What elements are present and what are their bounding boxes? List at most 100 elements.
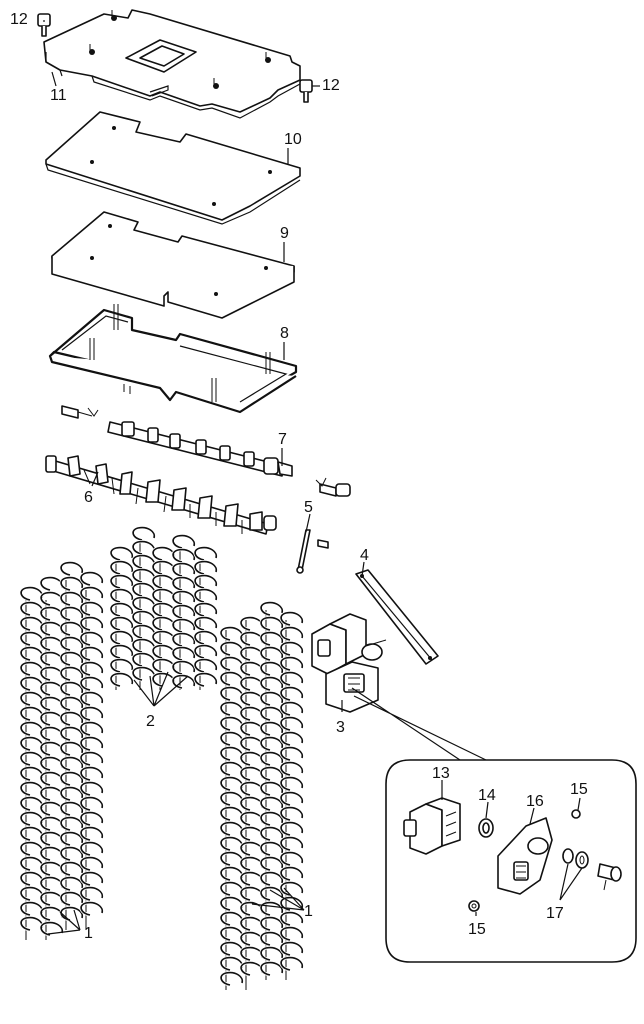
coil-loop (219, 866, 244, 882)
coil-loop (279, 761, 304, 777)
coil-loop (39, 711, 64, 727)
coil-loop (19, 856, 44, 872)
coil-loop (151, 616, 176, 632)
coil-loop (239, 946, 264, 962)
coil-loop (259, 616, 284, 632)
coil-loop (59, 756, 84, 772)
coil-loop (239, 871, 264, 887)
coil-loop (79, 676, 104, 692)
coil-loop (19, 661, 44, 677)
coil-loop (19, 676, 44, 692)
coil-loop (19, 736, 44, 752)
coil-spring-mid-b (131, 526, 156, 682)
coil-loop (239, 841, 264, 857)
coil-loop (19, 586, 44, 602)
coil-loop (59, 906, 84, 922)
coil-loop (59, 711, 84, 727)
coil-loop (259, 811, 284, 827)
coil-loop (79, 601, 104, 617)
coil-loop (151, 658, 176, 674)
coil-loop (19, 901, 44, 917)
coil-loop (109, 672, 134, 688)
coil-loop (79, 871, 104, 887)
coil-loop (19, 796, 44, 812)
coil-loop (19, 916, 44, 932)
coil-loop (239, 856, 264, 872)
upper-shaft (107, 421, 293, 477)
coil-loop (219, 956, 244, 972)
coil-loop (279, 956, 304, 972)
link-rod (296, 529, 329, 574)
coil-loop (19, 871, 44, 887)
coil-loop (59, 576, 84, 592)
coil-loop (59, 786, 84, 802)
coil-loop (171, 534, 196, 550)
coil-loop (39, 801, 64, 817)
coil-loop (59, 591, 84, 607)
coil-loop (259, 751, 284, 767)
coil-loop (39, 726, 64, 742)
coil-loop (39, 591, 64, 607)
coil-loop (239, 691, 264, 707)
coil-loop (219, 941, 244, 957)
coil-loop (39, 696, 64, 712)
callout-15-top: 15 (570, 781, 588, 798)
coil-spring-right-b (239, 616, 264, 977)
coil-loop (193, 560, 218, 576)
coil-loop (239, 916, 264, 932)
coil-loop (151, 644, 176, 660)
coil-loop (193, 546, 218, 562)
coil-loop (59, 876, 84, 892)
coil-loop (259, 856, 284, 872)
coil-loop (109, 588, 134, 604)
coil-loop (131, 554, 156, 570)
coil-loop (279, 911, 304, 927)
base-frame (48, 304, 298, 414)
coil-loop (79, 661, 104, 677)
coil-loop (79, 841, 104, 857)
coil-loop (79, 691, 104, 707)
coil-loop (219, 761, 244, 777)
motor-bracket (497, 817, 553, 895)
coil-loop (59, 816, 84, 832)
coil-loop (39, 846, 64, 862)
coil-loop (219, 641, 244, 657)
coil-loop (79, 796, 104, 812)
coil-loop (279, 926, 304, 942)
coil-loop (259, 961, 284, 977)
coil-loop (239, 676, 264, 692)
coil-loop (79, 781, 104, 797)
coil-loop (279, 866, 304, 882)
lower-crank-shaft (45, 455, 277, 535)
callout-4: 4 (360, 547, 369, 564)
coil-loop (131, 526, 156, 542)
callout-10: 10 (284, 131, 302, 148)
coil-loop (39, 891, 64, 907)
coil-loop (109, 546, 134, 562)
coil-loop (193, 672, 218, 688)
coil-loop (59, 801, 84, 817)
coil-loop (239, 646, 264, 662)
shaft-end-screw (61, 405, 99, 419)
callout-1-right: 1 (304, 903, 313, 920)
coil-loop (239, 811, 264, 827)
coil-spring-left-b (39, 576, 64, 937)
coil-loop (171, 660, 196, 676)
coil-loop (259, 721, 284, 737)
coil-loop (131, 610, 156, 626)
coil-loop (279, 656, 304, 672)
washers (562, 848, 589, 869)
coil-loop (151, 546, 176, 562)
coil-loop (19, 616, 44, 632)
coil-loop (279, 701, 304, 717)
callout-2: 2 (146, 713, 155, 730)
coil-loop (39, 741, 64, 757)
coil-loop (39, 756, 64, 772)
callout-15-bottom: 15 (468, 921, 486, 938)
coil-loop (193, 574, 218, 590)
coil-loop (19, 721, 44, 737)
coil-loop (259, 766, 284, 782)
coil-loop (131, 596, 156, 612)
coil-loop (279, 776, 304, 792)
